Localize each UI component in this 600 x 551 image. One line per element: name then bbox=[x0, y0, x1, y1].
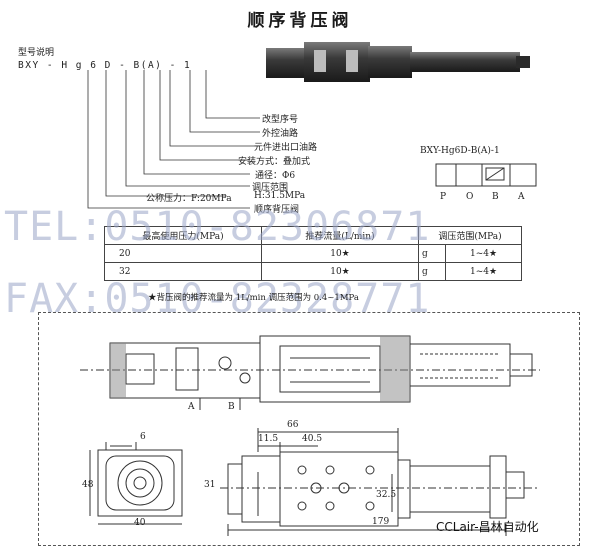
cell-range: 1~4★ bbox=[445, 244, 522, 263]
label-port-circuit: 元件进出口油路 bbox=[254, 143, 318, 153]
table-footnote: ★背压阀的推荐流量为 1L/min 调压范围为 0.4~1MPa bbox=[148, 293, 359, 303]
side-view bbox=[220, 428, 540, 536]
port-o: O bbox=[466, 192, 474, 202]
end-view bbox=[89, 442, 183, 525]
section-label-b: B bbox=[228, 402, 235, 412]
cell-range: 1~4★ bbox=[445, 262, 522, 281]
dim-32-5: 32.5 bbox=[376, 490, 397, 500]
watermark-fax: FAX:0510-82328771 bbox=[4, 276, 431, 322]
dim-179: 179 bbox=[372, 517, 390, 527]
symbol-model: BXY-Hg6D-B(A)-1 bbox=[420, 146, 500, 156]
brand-label: CCLair-昌林自动化 bbox=[436, 520, 539, 534]
dim-40: 40 bbox=[134, 518, 146, 528]
sectional-view bbox=[80, 335, 540, 410]
label-h-pressure: H:31.5MPa bbox=[254, 191, 306, 201]
label-bore: 通径：Φ6 bbox=[255, 171, 296, 181]
port-p: P bbox=[440, 192, 447, 202]
section-label-a: A bbox=[188, 402, 195, 412]
page-title: 顺序背压阀 bbox=[247, 11, 353, 31]
dim-40-5: 40.5 bbox=[302, 434, 323, 444]
label-external-pilot: 外控油路 bbox=[262, 129, 299, 139]
watermark-tel: TEL:0510-82306871 bbox=[4, 204, 431, 250]
model-leader-lines bbox=[87, 70, 260, 209]
table-row: 32 10★ g 1~4★ bbox=[104, 262, 522, 281]
label-valve-name: 顺序背压阀 bbox=[254, 205, 300, 215]
drawing-frame bbox=[38, 312, 580, 546]
dim-6: 6 bbox=[140, 432, 146, 442]
dim-11-5: 11.5 bbox=[258, 434, 279, 444]
model-code: BXY - H g 6 D - B(A) - 1 bbox=[18, 60, 192, 71]
header-range: 调压范围(MPa) bbox=[418, 226, 522, 245]
label-mounting: 安装方式：叠加式 bbox=[238, 157, 311, 167]
dim-48: 48 bbox=[82, 480, 94, 490]
dim-31: 31 bbox=[204, 480, 216, 490]
hydraulic-symbol bbox=[435, 163, 537, 187]
spec-table: 最高使用压力(MPa) 推荐流量(L/min) 调压范围(MPa) 20 10★… bbox=[104, 226, 522, 281]
port-a: A bbox=[518, 192, 525, 202]
label-revision: 改型序号 bbox=[262, 115, 299, 125]
label-pressure-range: 调压范围 bbox=[252, 183, 289, 193]
dim-66: 66 bbox=[287, 420, 299, 430]
model-heading: 型号说明 bbox=[18, 48, 55, 58]
label-nominal-pressure: 公称压力：F:20MPa bbox=[146, 194, 232, 204]
port-b: B bbox=[492, 192, 499, 202]
valve-photo bbox=[266, 42, 530, 82]
